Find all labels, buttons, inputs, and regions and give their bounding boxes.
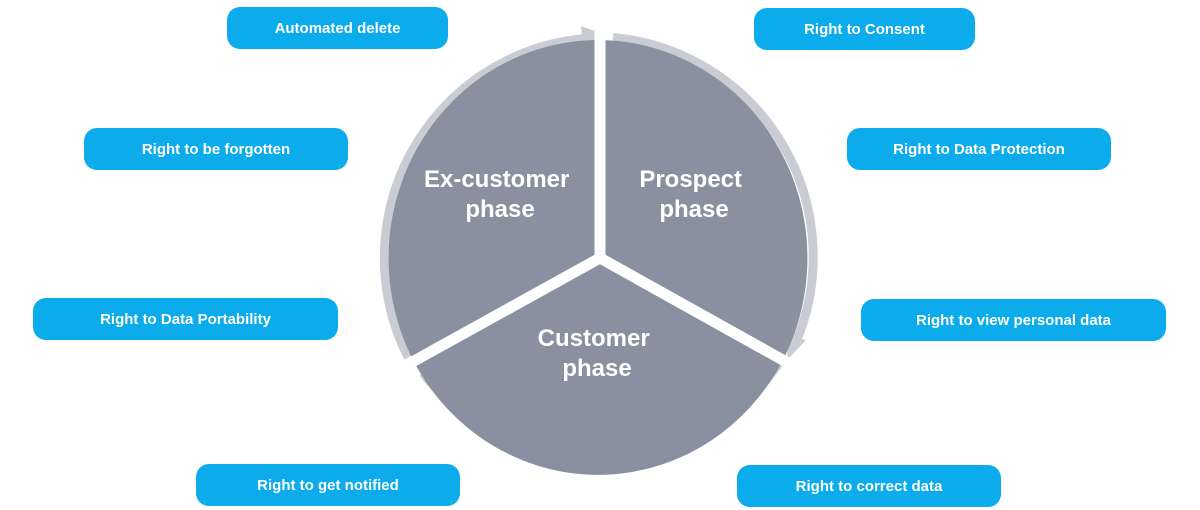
arrowhead-right [787, 335, 806, 360]
right-to-data-protection-pill: Right to Data Protection [847, 128, 1111, 170]
right-to-data-portability-label: Right to Data Portability [100, 310, 271, 328]
right-automated-delete-label: Automated delete [274, 19, 401, 37]
prospect-phase-label: Prospect phase [639, 166, 748, 223]
right-to-consent-label: Right to Consent [804, 20, 925, 38]
ex-customer-phase-label: Ex-customer phase [424, 166, 576, 223]
ring-arc-top-left [379, 34, 587, 360]
right-to-get-notified-pill: Right to get notified [196, 464, 460, 506]
right-to-data-portability-pill: Right to Data Portability [33, 298, 338, 340]
segment-ex-customer [388, 39, 600, 361]
right-to-correct-data-label: Right to correct data [795, 477, 943, 495]
ring-arc-right [612, 33, 818, 344]
right-to-view-personal-data-label: Right to view personal data [915, 311, 1112, 329]
right-to-correct-data-pill: Right to correct data [737, 465, 1001, 507]
segment-separators [402, 30, 793, 371]
right-to-be-forgotten-label: Right to be forgotten [141, 140, 291, 158]
right-to-consent-pill: Right to Consent [754, 8, 975, 50]
segment-prospect [600, 40, 808, 360]
right-to-data-protection-label: Right to Data Protection [893, 140, 1065, 158]
right-automated-delete-pill: Automated delete [227, 7, 448, 49]
right-to-be-forgotten-pill: Right to be forgotten [84, 128, 348, 170]
right-to-get-notified-label: Right to get notified [257, 476, 399, 494]
right-to-view-personal-data-pill: Right to view personal data [861, 299, 1166, 341]
separator-right [597, 253, 793, 369]
customer-phase-label: Customer phase [538, 325, 657, 382]
separator-left [402, 253, 603, 371]
